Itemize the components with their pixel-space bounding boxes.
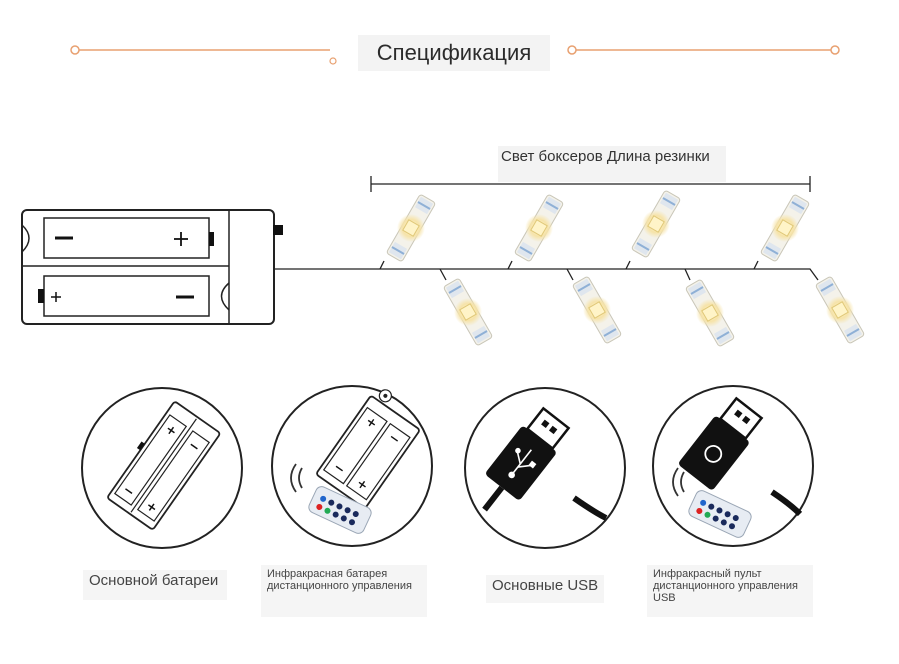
title-decoration-left (70, 45, 337, 65)
option-label-battery-remote: Инфракрасная батарея дистанционного упра… (261, 565, 427, 617)
led-light (380, 190, 442, 266)
title-decoration-right (567, 45, 840, 55)
battery-remote-icon (271, 385, 433, 547)
usb-plug-icon (464, 387, 626, 549)
led-light (566, 272, 628, 348)
battery-box-icon (81, 387, 243, 549)
option-label-battery: Основной батареи (83, 570, 227, 600)
page-title: Спецификация (358, 35, 550, 71)
battery-box (21, 209, 283, 325)
usb-remote-icon (652, 385, 814, 547)
led-light (754, 190, 816, 266)
led-light (679, 275, 741, 351)
length-bracket (370, 176, 811, 192)
led-light (809, 272, 871, 348)
led-wire (274, 260, 819, 281)
option-label-usb: Основные USB (486, 575, 604, 603)
option-label-usb-remote: Инфракрасный пульт дистанционного управл… (647, 565, 813, 617)
led-light (508, 190, 570, 266)
led-light (437, 274, 499, 350)
led-light (625, 186, 687, 262)
length-label: Свет боксеров Длина резинки (498, 146, 726, 182)
